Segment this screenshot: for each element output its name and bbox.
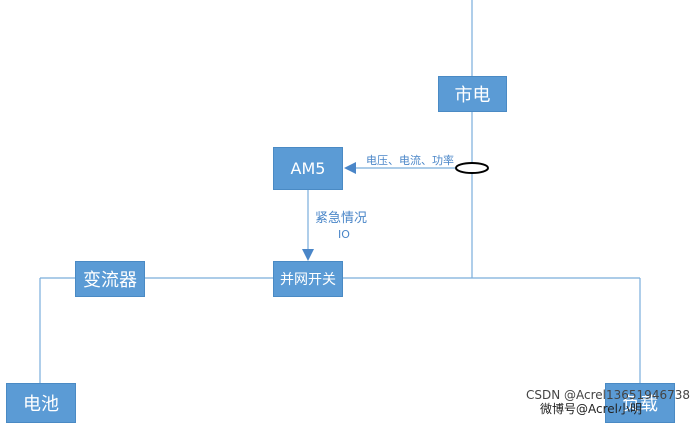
diagram-connectors [39, 0, 641, 410]
battery-node: 电池 [6, 383, 76, 423]
csdn-watermark: CSDN @Acrel13651946738 [526, 388, 690, 402]
measure-arrowhead [344, 162, 356, 174]
grid-tie-switch-node: 并网开关 [273, 261, 343, 297]
am5-node: AM5 [273, 147, 343, 190]
emergency-label: 紧急情况 [315, 211, 368, 226]
io-label: IO [338, 228, 350, 241]
grid-node: 市电 [438, 76, 507, 112]
control-arrowhead [302, 249, 314, 261]
measure-label: 电压、电流、功率 [366, 154, 454, 167]
bottom-watermark: 微博号@Acrel小明 [540, 402, 642, 416]
current-transformer-icon [455, 162, 489, 174]
inverter-node: 变流器 [75, 261, 145, 297]
